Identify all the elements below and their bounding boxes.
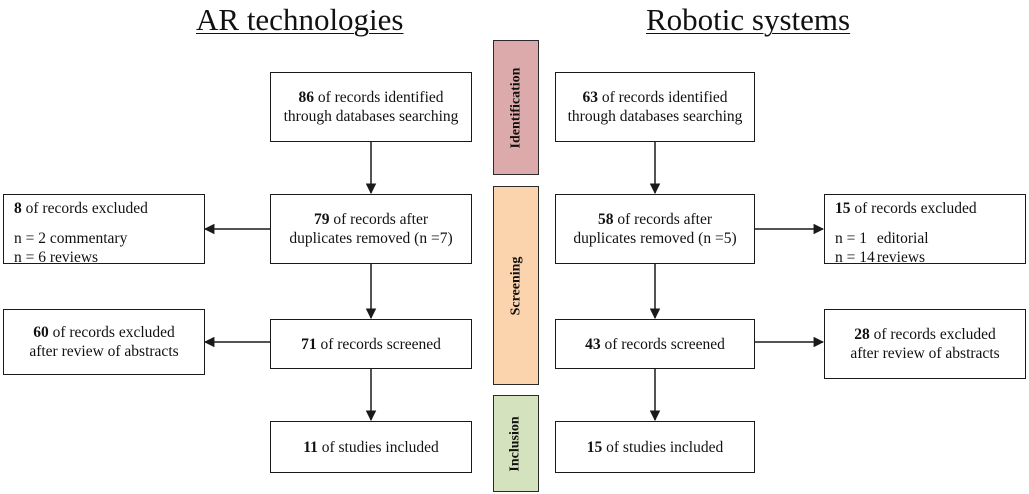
left-screened-count: 71	[301, 335, 317, 353]
right-excluded-duplicates-box: 15 of records excluded n = 1 editorial n…	[824, 194, 1026, 266]
right-identified-box: 63 of records identified through databas…	[555, 72, 755, 142]
left-column-heading: AR technologies	[196, 2, 404, 37]
left-screened-box: 71 of records screened	[270, 319, 472, 369]
stage-inclusion-label: Inclusion	[508, 415, 523, 472]
left-after-duplicates-box: 79 of records after duplicates removed (…	[270, 194, 472, 264]
stage-screening: Screening	[493, 186, 539, 385]
list-item: n = 14 reviews	[835, 249, 926, 266]
right-excluded-abstracts-count: 28	[854, 326, 870, 343]
left-identified-count: 86	[298, 89, 314, 106]
right-screened-count: 43	[585, 335, 601, 353]
stage-screening-label: Screening	[508, 256, 524, 315]
right-identified-count: 63	[582, 89, 598, 106]
stage-identification: Identification	[493, 40, 539, 175]
right-excluded-abstracts-box: 28 of records excluded after review of a…	[824, 309, 1026, 379]
stage-identification-label: Identification	[508, 67, 524, 148]
right-after-duplicates-box: 58 of records after duplicates removed (…	[555, 194, 755, 264]
left-excluded-duplicates-count: 8	[14, 200, 22, 217]
right-included-count: 15	[586, 438, 603, 456]
right-excluded-duplicates-count: 15	[835, 200, 851, 217]
left-excluded-duplicates-box: 8 of records excluded n = 2 commentary n…	[3, 194, 205, 266]
right-after-duplicates-count: 58	[597, 211, 614, 228]
left-after-duplicates-count: 79	[313, 211, 330, 228]
list-item: n = 6 reviews	[14, 249, 99, 266]
list-item: n = 1 editorial	[835, 230, 929, 247]
left-excluded-abstracts-box: 60 of records excluded after review of a…	[3, 309, 205, 375]
left-excluded-abstracts-count: 60	[33, 324, 49, 341]
right-screened-box: 43 of records screened	[555, 319, 755, 369]
right-column-heading: Robotic systems	[646, 2, 851, 37]
right-included-box: 15 of studies included	[555, 421, 755, 473]
left-included-count: 11	[303, 438, 318, 456]
left-included-box: 11 of studies included	[270, 421, 472, 473]
stage-inclusion: Inclusion	[493, 395, 539, 492]
list-item: n = 2 commentary	[14, 230, 128, 247]
left-identified-box: 86 of records identified through databas…	[270, 72, 472, 142]
